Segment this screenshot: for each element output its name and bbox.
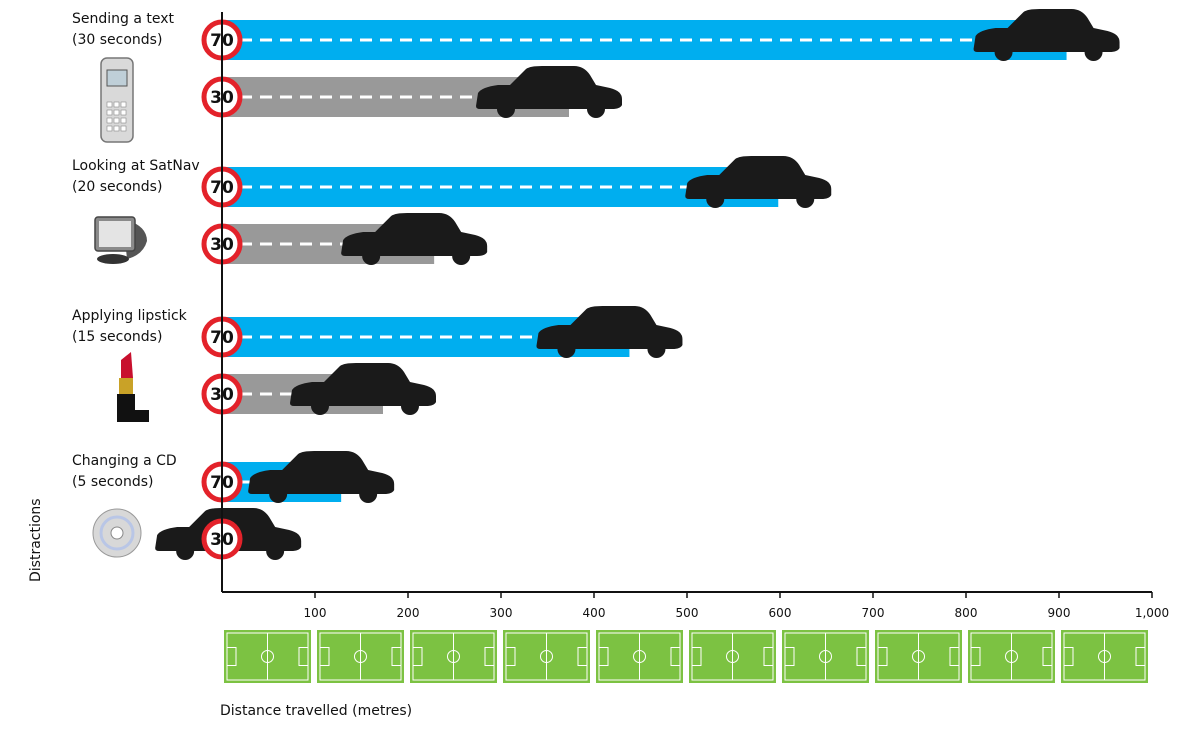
satnav-base: [97, 254, 129, 264]
penalty-box: [784, 647, 795, 666]
phone-key: [113, 109, 120, 116]
football-pitch-icon: [224, 630, 311, 683]
phone-key: [106, 101, 113, 108]
lipstick-tube: [117, 394, 135, 422]
phone-key: [120, 117, 127, 124]
football-pitch-icon: [782, 630, 869, 683]
centre-circle: [819, 650, 832, 663]
mobile-phone-icon: [100, 57, 134, 143]
football-pitch-icon: [503, 630, 590, 683]
football-pitch-icon: [968, 630, 1055, 683]
distraction-duration: (20 seconds): [72, 179, 162, 195]
penalty-box: [1063, 647, 1074, 666]
distraction-duration: (15 seconds): [72, 329, 162, 345]
football-pitch-icon: [410, 630, 497, 683]
distraction-label: Looking at SatNav: [72, 158, 200, 174]
penalty-box: [577, 647, 588, 666]
cd-icon: [92, 508, 142, 558]
distraction-label: Applying lipstick: [72, 308, 188, 324]
distraction-label: Sending a text: [72, 11, 175, 27]
x-tick-label: 400: [583, 606, 606, 620]
penalty-box: [298, 647, 309, 666]
phone-key: [106, 125, 113, 132]
penalty-box: [1135, 647, 1146, 666]
cd-hole: [110, 526, 124, 540]
penalty-box: [856, 647, 867, 666]
phone-screen: [106, 69, 128, 87]
penalty-box: [1042, 647, 1053, 666]
penalty-box: [877, 647, 888, 666]
football-pitch-icon: [1061, 630, 1148, 683]
centre-circle: [354, 650, 367, 663]
centre-circle: [726, 650, 739, 663]
centre-circle: [633, 650, 646, 663]
x-tick-label: 1,000: [1135, 606, 1169, 620]
penalty-box: [970, 647, 981, 666]
distraction-duration: (30 seconds): [72, 32, 162, 48]
x-tick-label: 600: [769, 606, 792, 620]
distraction-duration: (5 seconds): [72, 474, 154, 490]
x-tick-label: 700: [862, 606, 885, 620]
penalty-box: [598, 647, 609, 666]
phone-key: [120, 109, 127, 116]
y-axis-label: Distractions: [28, 498, 44, 582]
penalty-box: [226, 647, 237, 666]
x-axis-label: Distance travelled (metres): [220, 703, 412, 719]
football-pitch-icon: [596, 630, 683, 683]
penalty-box: [949, 647, 960, 666]
centre-circle: [1005, 650, 1018, 663]
football-pitch-icon: [875, 630, 962, 683]
phone-key: [106, 109, 113, 116]
penalty-box: [691, 647, 702, 666]
centre-circle: [1098, 650, 1111, 663]
distraction-label: Changing a CD: [72, 453, 177, 469]
satnav-icon: [94, 216, 147, 264]
penalty-box: [763, 647, 774, 666]
lipstick-cap: [135, 410, 149, 422]
penalty-box: [670, 647, 681, 666]
satnav-screen: [99, 221, 131, 247]
x-tick-label: 300: [490, 606, 513, 620]
lipstick-tip: [121, 352, 133, 378]
phone-key: [113, 117, 120, 124]
phone-key: [106, 117, 113, 124]
x-tick-label: 500: [676, 606, 699, 620]
penalty-box: [319, 647, 330, 666]
penalty-box: [412, 647, 423, 666]
x-tick-label: 900: [1048, 606, 1071, 620]
penalty-box: [484, 647, 495, 666]
centre-circle: [261, 650, 274, 663]
phone-key: [120, 125, 127, 132]
x-tick-label: 200: [397, 606, 420, 620]
x-tick-label: 800: [955, 606, 978, 620]
x-tick-label: 100: [304, 606, 327, 620]
centre-circle: [912, 650, 925, 663]
lipstick-collar: [119, 378, 133, 394]
centre-circle: [540, 650, 553, 663]
lipstick-icon: [117, 352, 149, 422]
phone-key: [113, 101, 120, 108]
phone-key: [113, 125, 120, 132]
phone-key: [120, 101, 127, 108]
centre-circle: [447, 650, 460, 663]
cd-ring: [99, 515, 135, 551]
football-pitch-icon: [689, 630, 776, 683]
penalty-box: [391, 647, 402, 666]
football-pitch-icon: [317, 630, 404, 683]
penalty-box: [505, 647, 516, 666]
